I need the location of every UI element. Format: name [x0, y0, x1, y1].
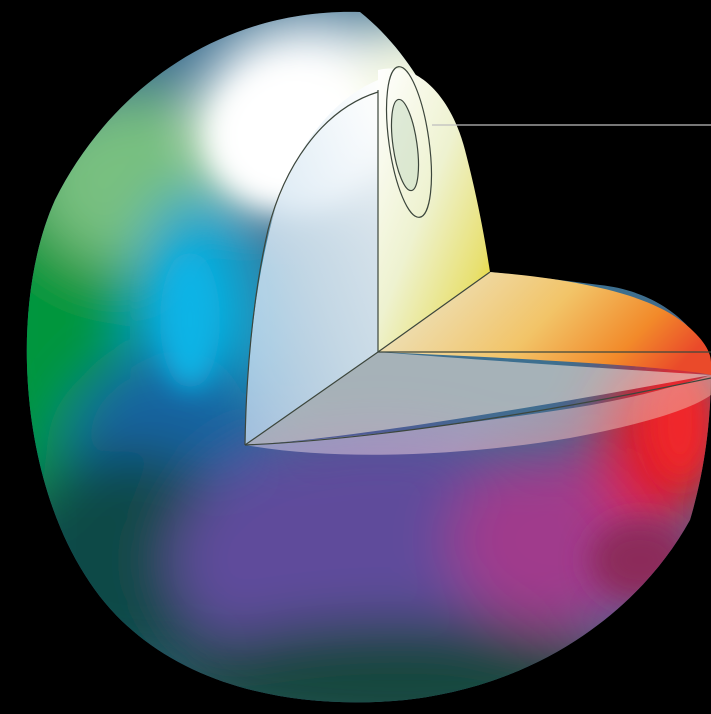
color-sphere-diagram — [0, 0, 711, 714]
